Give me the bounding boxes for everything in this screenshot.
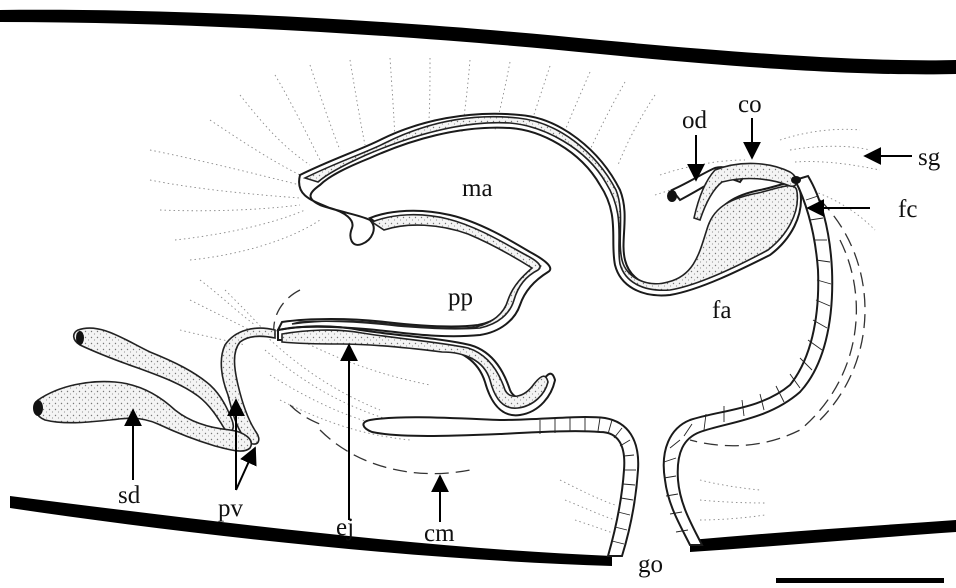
sperm-duct-lower-end: [33, 400, 43, 416]
penis-papilla-lining: [292, 215, 540, 329]
muscle-dash-ej: [290, 405, 322, 425]
ejaculatory-duct-stipple: [282, 330, 548, 408]
oviduct-opening: [667, 190, 677, 202]
ventral-body-wall-left: [10, 496, 612, 566]
label-cm: cm: [424, 520, 455, 547]
atrium-canal: [363, 417, 638, 556]
scale-bar: [776, 578, 944, 583]
label-fa: fa: [712, 297, 731, 324]
penis-papilla: [278, 211, 550, 337]
label-ma: ma: [462, 175, 493, 202]
sperm-duct-upper-end: [76, 331, 84, 345]
label-pv: pv: [218, 495, 244, 522]
label-go: go: [638, 551, 663, 578]
label-ej: ej: [336, 514, 354, 541]
female-canal-opening: [791, 176, 801, 184]
label-od: od: [682, 107, 708, 134]
ventral-body-wall-right: [690, 520, 956, 552]
dorsal-body-wall: [0, 10, 956, 75]
pv-arrow-right: [236, 448, 255, 490]
label-sg: sg: [918, 144, 941, 171]
label-co: co: [738, 91, 762, 118]
label-sd: sd: [118, 482, 141, 509]
label-pp: pp: [448, 284, 473, 311]
label-fc: fc: [898, 196, 917, 223]
